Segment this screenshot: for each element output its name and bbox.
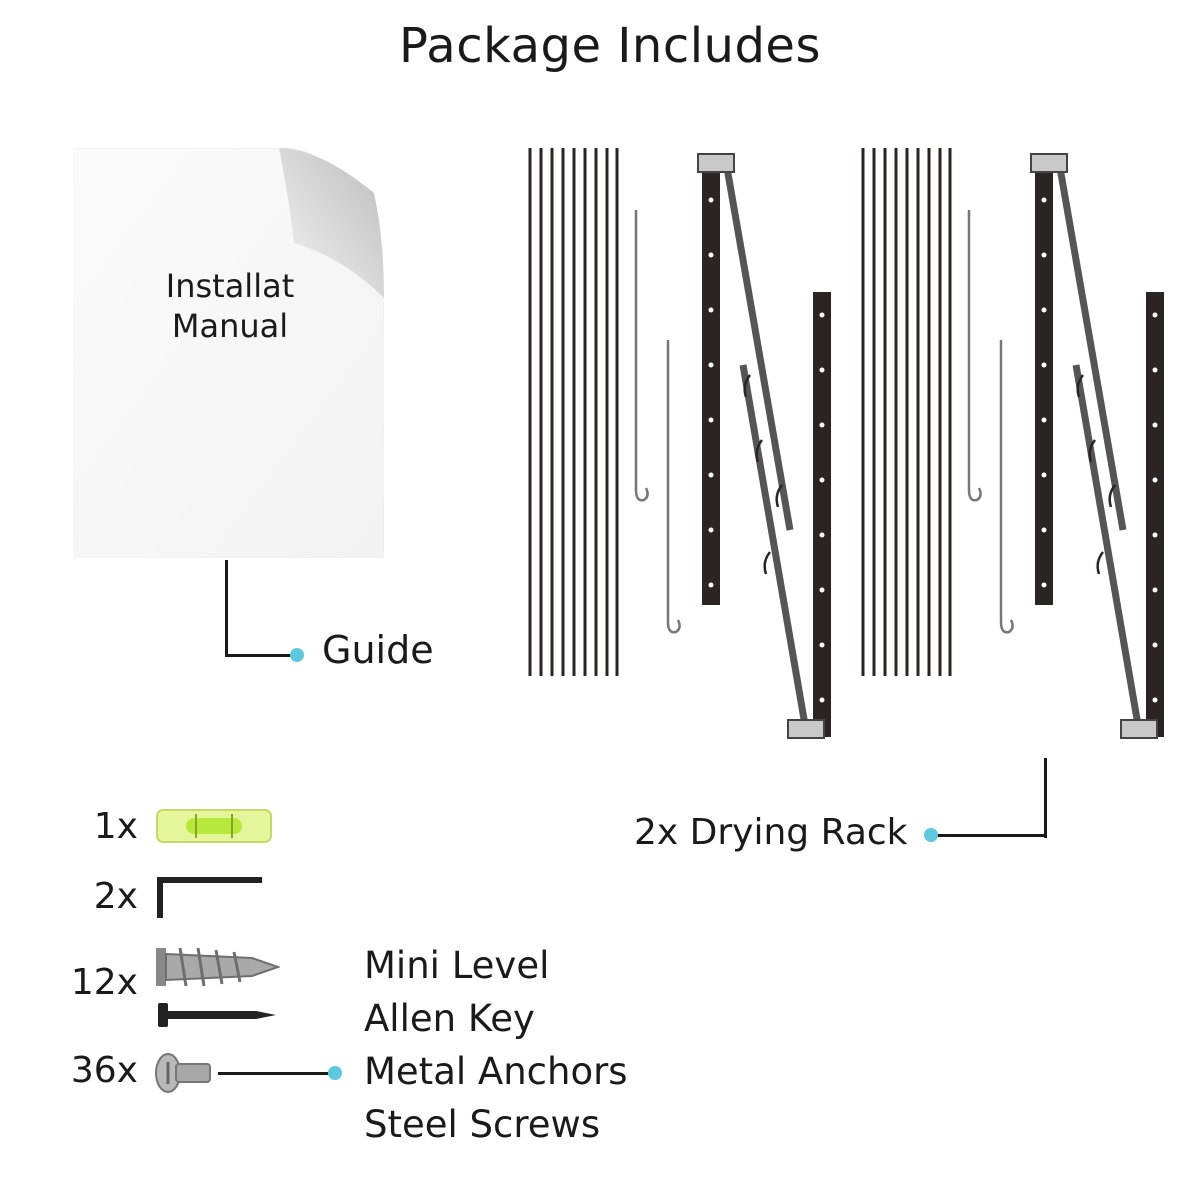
screw-head-icon <box>155 1053 211 1093</box>
page-title: Package Includes <box>399 18 821 74</box>
manual-cover-text: Installat Manual <box>100 266 360 346</box>
mini-level-icon <box>156 809 272 843</box>
hardware-name-metal-anchors: Metal Anchors <box>364 1050 628 1093</box>
installation-manual-image <box>74 148 384 558</box>
qty-mini-level: 1x <box>93 806 138 847</box>
drying-rack-parts-image <box>528 148 1164 739</box>
guide-dot <box>290 648 304 662</box>
hardware-name-mini-level: Mini Level <box>364 944 550 987</box>
qty-allen-key: 2x <box>93 876 138 917</box>
hardware-dot <box>328 1066 342 1080</box>
metal-anchor-icon <box>156 947 280 987</box>
manual-text-line1: Installat <box>165 267 295 305</box>
rack-connector-horizontal <box>936 834 1047 837</box>
allen-key-icon <box>157 877 262 918</box>
manual-text-line2: Manual <box>171 307 289 345</box>
guide-connector-vertical <box>225 560 228 656</box>
steel-screw-icon <box>158 1003 276 1027</box>
rack-dot <box>924 828 938 842</box>
rack-set-2 <box>861 148 1164 739</box>
qty-steel-screws: 36x <box>70 1050 138 1091</box>
guide-connector-horizontal <box>225 654 295 657</box>
rack-connector-vertical <box>1044 758 1047 838</box>
hardware-name-allen-key: Allen Key <box>364 997 535 1040</box>
hardware-name-steel-screws: Steel Screws <box>364 1103 601 1146</box>
hardware-connector <box>218 1072 334 1075</box>
rack-set-1 <box>528 148 831 739</box>
qty-metal-anchors: 12x <box>70 962 138 1003</box>
guide-label: Guide <box>322 628 434 672</box>
rack-label: 2x Drying Rack <box>634 812 908 853</box>
